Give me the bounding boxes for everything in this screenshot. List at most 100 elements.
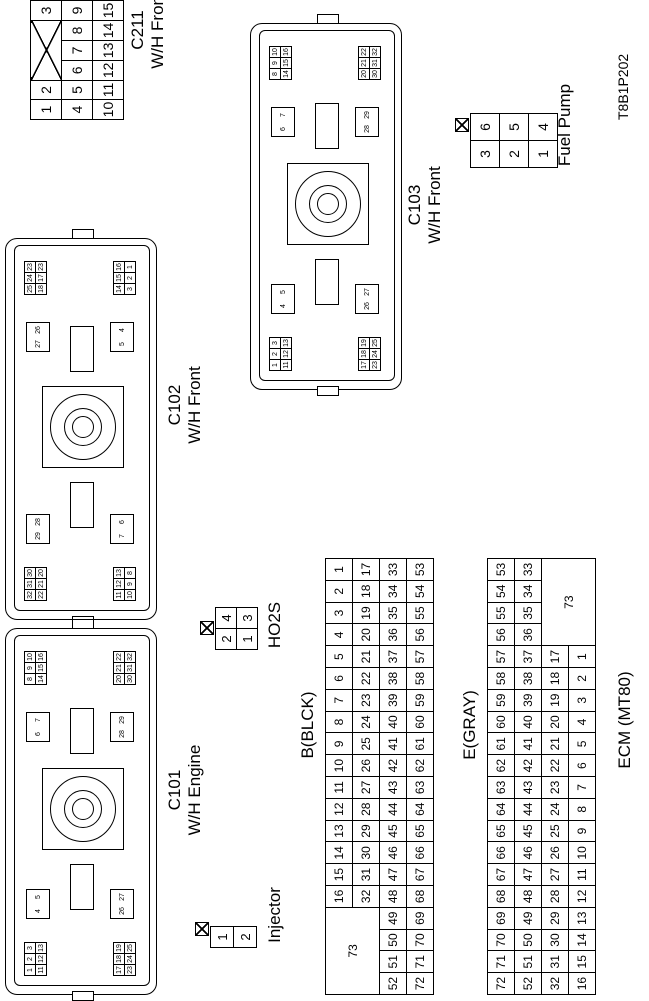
- c101-pin: 9: [24, 662, 36, 674]
- ecm-e-pin: 1: [568, 645, 596, 668]
- ecm-e-pin: 20: [541, 711, 569, 733]
- c101-pin: 7: [34, 718, 42, 722]
- c102-label: C102 W/H Front: [165, 345, 204, 465]
- ecm-b-pin: 65: [406, 820, 434, 842]
- c102-pin: 29: [34, 532, 42, 540]
- ecm-b-pin: 57: [406, 645, 434, 668]
- ecm-e-pin: 40: [514, 711, 542, 733]
- ecm-e-pin: 29: [541, 907, 569, 930]
- c211-id: C211: [128, 10, 147, 50]
- c103-pin: 26: [363, 302, 371, 310]
- ecm-b-pin: 40: [379, 711, 407, 733]
- ecm-e-pin: 72: [487, 972, 515, 995]
- ecm-b-pin: 27: [352, 776, 380, 799]
- c102-pin: 27: [34, 340, 42, 348]
- ecm-e-pin: 36: [514, 623, 542, 646]
- ecm-b-pin: 51: [379, 950, 407, 973]
- ecm-e-pin: 70: [487, 929, 515, 951]
- c102-guide-post: [70, 326, 94, 372]
- ecm-b-pin: 20: [352, 623, 380, 646]
- c103-pin: 32: [369, 46, 381, 58]
- c101-pin: 29: [118, 716, 126, 724]
- c103-pin: 31: [369, 57, 381, 69]
- ecm-e-pin: 60: [487, 711, 515, 733]
- ecm-e-pin: 31: [541, 950, 569, 973]
- ecm-e-pin: 23: [541, 776, 569, 799]
- ecm-b-pin: 67: [406, 863, 434, 886]
- ecm-e-pin: 55: [487, 602, 515, 624]
- ecm-b-pin: 29: [352, 820, 380, 842]
- ecm-b-pin: 54: [406, 580, 434, 603]
- c101-pin: 10: [24, 651, 36, 663]
- ho2s-pin: 4: [215, 607, 237, 629]
- ecm-b-pin: 49: [379, 907, 407, 930]
- ecm-e-pin: 58: [487, 667, 515, 690]
- c101-pin: 17: [113, 964, 125, 976]
- ecm-e-pin: 56: [487, 623, 515, 646]
- ecm-e-pin: 2: [568, 667, 596, 690]
- c211-blank-cavity: [30, 20, 62, 81]
- ecm-b-pin: 47: [379, 863, 407, 886]
- fuel-pump-label: Fuel Pump: [555, 83, 574, 167]
- c102-pin: 3: [124, 283, 136, 295]
- c211-pin: 6: [61, 60, 93, 81]
- ecm-e-pin: 51: [514, 950, 542, 973]
- c103-pin: 18: [358, 348, 370, 360]
- ecm-b-pin: 61: [406, 732, 434, 755]
- injector-label: Injector: [265, 887, 284, 943]
- c102-guide-post: [70, 482, 94, 528]
- c102-boss-hole: [72, 416, 94, 438]
- c102-pin: 31: [24, 578, 36, 590]
- c101-pin: 5: [34, 895, 42, 899]
- ecm-e-pin: 9: [568, 820, 596, 842]
- ecm-b-pin: 30: [352, 841, 380, 864]
- ecm-b-pin: 44: [379, 798, 407, 821]
- c102-desc: W/H Front: [184, 366, 204, 444]
- ecm-e-pin: 43: [514, 776, 542, 799]
- ecm-e-pin: 39: [514, 689, 542, 712]
- c211-pin: 15: [92, 0, 124, 21]
- ecm-b-pin: 68: [406, 885, 434, 908]
- c101-id: C101: [165, 769, 184, 811]
- ecm-b-pin: 71: [406, 950, 434, 973]
- c102-pin: 21: [35, 578, 47, 590]
- ecm-b-pin: 58: [406, 667, 434, 690]
- ecm-e-pin: 22: [541, 754, 569, 777]
- ecm-b-pin: 1: [325, 558, 353, 581]
- ecm-e-pin-73: 73: [541, 558, 596, 646]
- ecm-e-pin: 14: [568, 929, 596, 951]
- ecm-b-pin: 2: [325, 580, 353, 603]
- ecm-e-pin: 63: [487, 776, 515, 799]
- c211-pin: 14: [92, 20, 124, 41]
- ecm-e-pin: 18: [541, 667, 569, 690]
- ecm-e-pin: 57: [487, 645, 515, 668]
- c211-pin: 13: [92, 40, 124, 61]
- fuel-pump-pin: 2: [499, 140, 529, 168]
- c103-pin: 9: [269, 57, 281, 69]
- c103-pin: 21: [358, 57, 370, 69]
- c103-pin: 2: [269, 348, 281, 360]
- ecm-e-pin: 45: [514, 820, 542, 842]
- c103-label: C103 W/H Front: [405, 125, 444, 285]
- c101-pin: 14: [35, 673, 47, 685]
- c102-pin: 30: [24, 567, 36, 579]
- ecm-e-pin: 11: [568, 863, 596, 886]
- c103-pin: 28: [363, 125, 371, 133]
- ho2s-pin: 3: [236, 607, 258, 629]
- ecm-b-pin: 59: [406, 689, 434, 712]
- ecm-b-pin: 9: [325, 732, 353, 755]
- figure-code: T8B1P202: [615, 53, 631, 120]
- ecm-b-pin: 8: [325, 711, 353, 733]
- ecm-b-pin: 19: [352, 602, 380, 624]
- c211-pin: 7: [61, 40, 93, 61]
- ecm-b-pin: 56: [406, 623, 434, 646]
